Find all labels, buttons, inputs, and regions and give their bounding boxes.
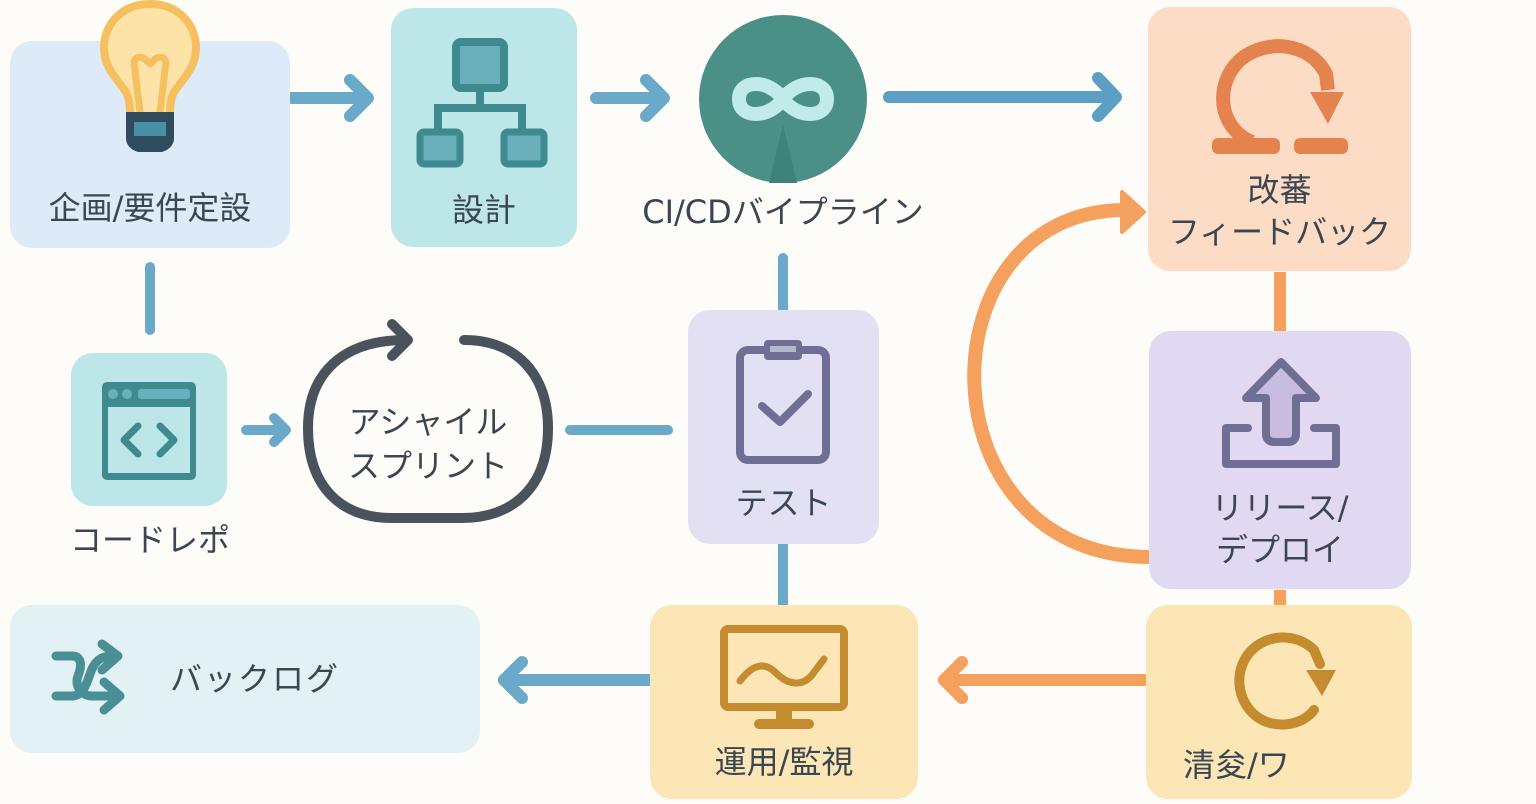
- edge-coderepo-sprint: [241, 413, 291, 447]
- edge-design-cicd: [590, 74, 670, 122]
- planning-label: 企画/要件定設: [48, 189, 252, 227]
- feedback-label-line2: フィードバック: [1167, 213, 1392, 251]
- edge-release-feedback-curve: [967, 190, 1151, 564]
- retry-loop-icon: [1210, 34, 1350, 154]
- release-label-line1: リリース/: [1211, 489, 1349, 527]
- monitor-chart-icon: [720, 625, 848, 731]
- cicd-label: CI/CDバイプライン: [642, 193, 924, 231]
- sprint-label-line1: アシャイル: [348, 403, 508, 441]
- backlog-label: バックログ: [170, 660, 341, 698]
- edge-planning-design: [286, 74, 374, 122]
- edge-cleanup-ops: [938, 656, 1152, 704]
- shuffle-icon: [51, 639, 126, 720]
- upload-icon: [1220, 358, 1342, 468]
- cleanup-label: 清夋/ワ: [1183, 746, 1290, 784]
- edge-cicd-feedback: [883, 72, 1122, 122]
- test-label: テスト: [735, 484, 832, 522]
- clipboard-check-icon: [734, 338, 832, 464]
- code-repo-label: コードレポ: [69, 521, 230, 559]
- cicd-circle[interactable]: [697, 13, 869, 185]
- lightbulb-icon: [98, 0, 202, 158]
- infinity-icon: [699, 15, 867, 183]
- refresh-icon: [1228, 628, 1338, 732]
- design-label: 設計: [451, 191, 516, 229]
- edge-ops-backlog: [498, 656, 658, 704]
- sprint-label-line2: スプリント: [347, 447, 508, 485]
- release-label-line2: デプロイ: [1215, 531, 1344, 569]
- hierarchy-icon: [416, 38, 550, 168]
- code-window-icon: [100, 380, 198, 482]
- node-ops[interactable]: [650, 605, 918, 799]
- feedback-label-line1: 改蕃: [1247, 171, 1312, 209]
- cycle-arrow-icon[interactable]: [302, 318, 554, 528]
- ops-label: 運用/監視: [714, 743, 854, 781]
